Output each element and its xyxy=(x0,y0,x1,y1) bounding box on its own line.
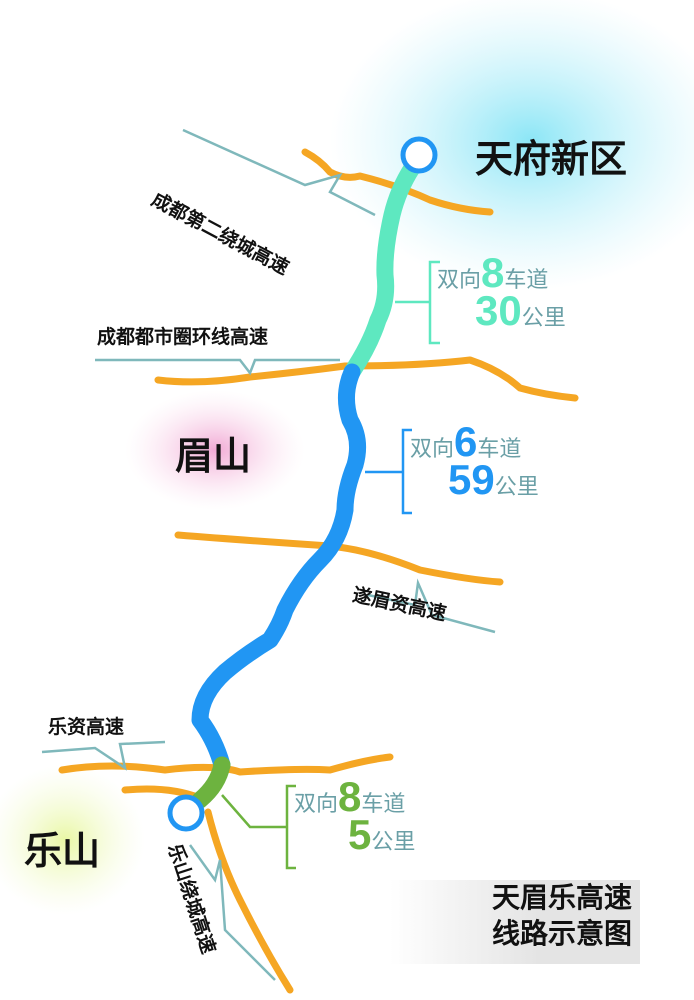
callout-lezi xyxy=(41,740,166,771)
lanes-suffix: 车道 xyxy=(477,437,522,462)
road-leshan-ring xyxy=(121,785,294,994)
city-meishan: 眉山 xyxy=(175,433,252,478)
km-suffix: 公里 xyxy=(494,475,539,500)
callout-second-ring xyxy=(182,128,376,217)
road-metro-ring xyxy=(154,356,579,402)
lane-count: 6 xyxy=(454,418,478,465)
bracket-segment-2 xyxy=(365,428,412,515)
callout-suimeizi xyxy=(367,578,496,634)
city-leshan: 乐山 xyxy=(24,828,101,873)
meishan-glow xyxy=(125,390,305,510)
bracket-segment-3 xyxy=(221,784,296,870)
city-tianfu: 天府新区 xyxy=(475,136,628,181)
lane-count: 8 xyxy=(338,773,362,820)
lanes-prefix: 双向 xyxy=(410,437,455,462)
leshan-station-icon xyxy=(167,794,205,832)
km-suffix: 公里 xyxy=(521,306,566,331)
length-km: 59 xyxy=(448,456,495,503)
segment-1-info: 双向8车道 30公里 xyxy=(437,252,566,334)
lanes-prefix: 双向 xyxy=(437,268,482,293)
length-km: 5 xyxy=(348,811,372,858)
route-segment-1 xyxy=(343,159,421,381)
label-metro-ring: 成都都市圈环线高速 xyxy=(97,326,269,348)
title-line-2: 线路示意图 xyxy=(491,917,632,950)
callout-leshan-ring xyxy=(188,844,276,981)
segment-2-info: 双向6车道 59公里 xyxy=(410,421,539,503)
road-second-ring xyxy=(301,148,494,216)
segment-3-info: 双向8车道 5公里 xyxy=(294,776,416,858)
lanes-prefix: 双向 xyxy=(294,792,339,817)
map-title: 天眉乐高速 线路示意图 xyxy=(390,880,640,964)
tianfu-glow xyxy=(330,0,694,290)
lane-count: 8 xyxy=(481,249,505,296)
route-segment-3 xyxy=(191,756,231,809)
leshan-glow xyxy=(0,765,145,915)
title-line-1: 天眉乐高速 xyxy=(491,881,632,914)
road-suimeizi xyxy=(174,531,504,586)
route-segment-2 xyxy=(191,363,367,774)
callout-metro-ring xyxy=(95,358,340,376)
bracket-segment-1 xyxy=(395,260,440,345)
tianfu-station-icon xyxy=(400,136,438,174)
lanes-suffix: 车道 xyxy=(361,792,406,817)
label-lezi: 乐资高速 xyxy=(48,716,125,738)
lanes-suffix: 车道 xyxy=(504,268,549,293)
length-km: 30 xyxy=(475,287,522,334)
km-suffix: 公里 xyxy=(371,830,416,855)
